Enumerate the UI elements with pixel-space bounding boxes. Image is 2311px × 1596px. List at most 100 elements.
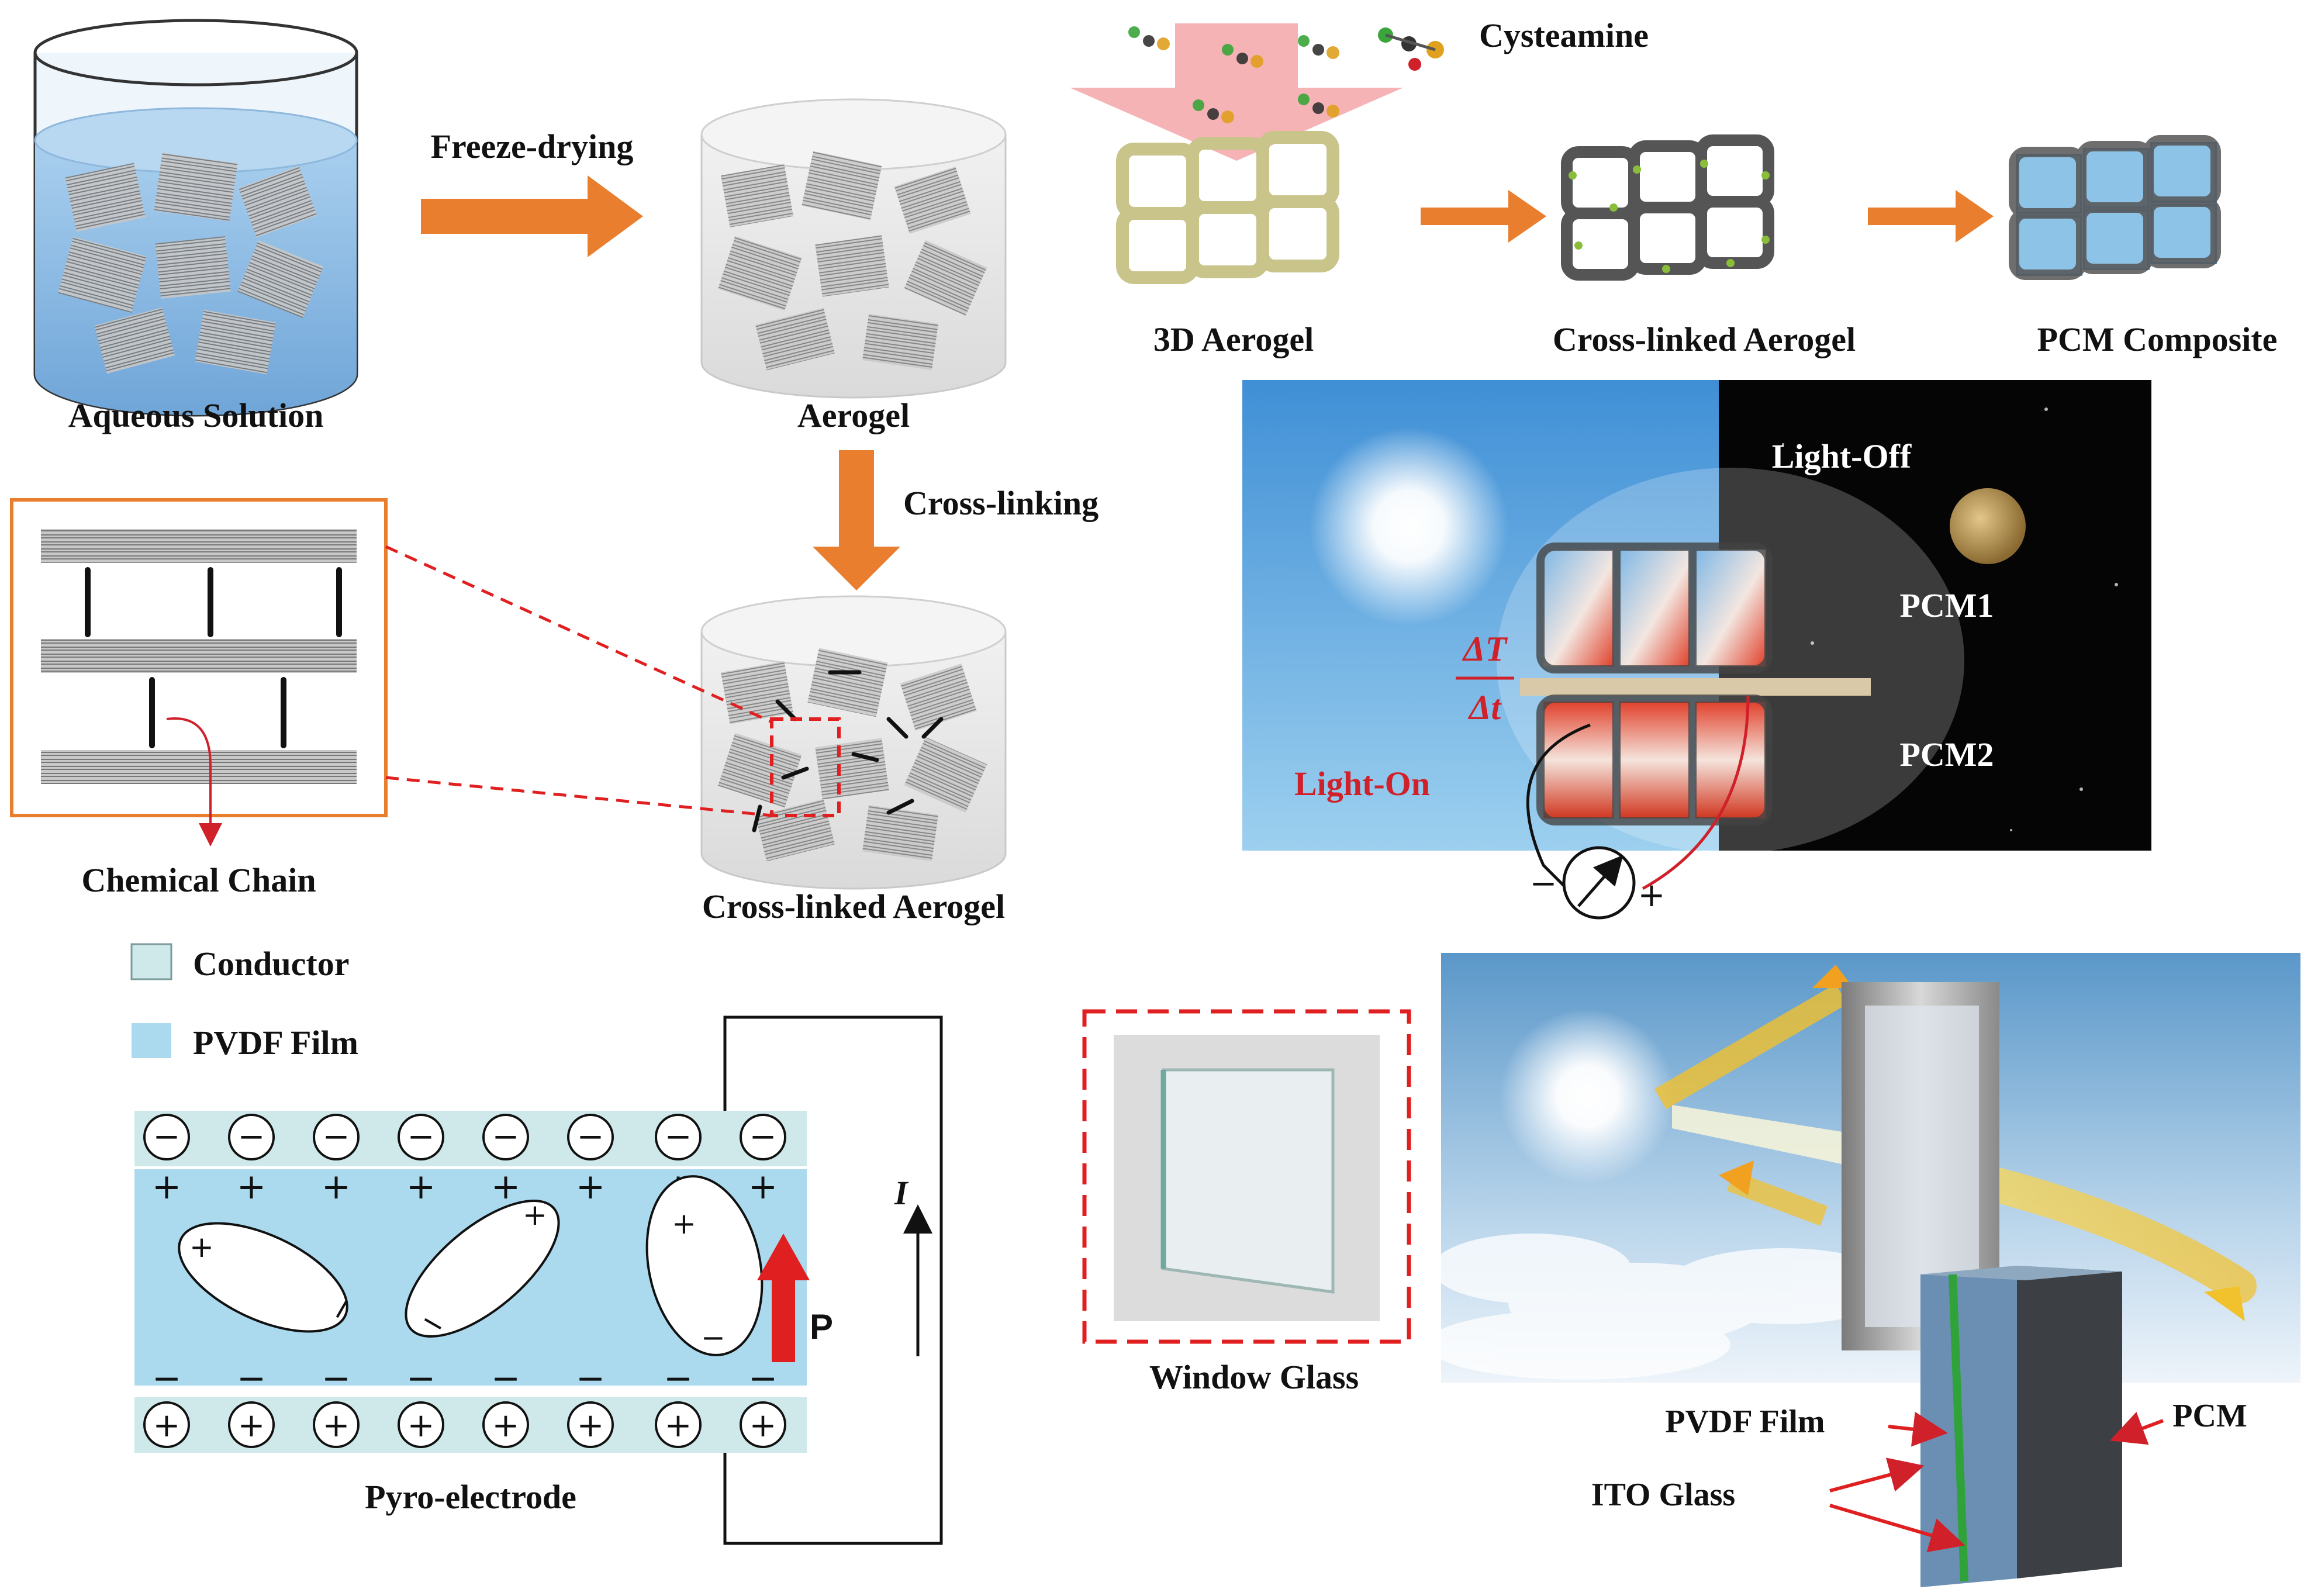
svg-text:+: +	[323, 1407, 350, 1445]
delta-t-denominator: Δt	[1468, 688, 1502, 727]
polarization-arrow	[757, 1234, 810, 1362]
film-bottom-charges: − − − − − − − −	[152, 1358, 778, 1399]
svg-text:−: −	[491, 1358, 520, 1399]
svg-text:−: −	[322, 1358, 351, 1399]
aerogel-cylinder	[700, 98, 1007, 399]
cysteamine-molecule-icon	[1378, 27, 1444, 71]
svg-text:+: +	[407, 1407, 435, 1445]
device-block	[1920, 1266, 2122, 1587]
svg-text:+: +	[665, 1407, 692, 1445]
ito-glass-label: ITO Glass	[1591, 1477, 1735, 1513]
svg-text:−: −	[749, 1118, 777, 1156]
bottom-electrode-charges: + + + + + + + +	[143, 1401, 786, 1448]
external-circuit	[723, 1015, 943, 1545]
chemical-chain-zoom	[10, 498, 388, 847]
svg-text:+: +	[322, 1166, 351, 1207]
svg-text:+: +	[523, 1198, 547, 1232]
svg-text:−: −	[153, 1118, 181, 1156]
meter-plus: +	[1638, 876, 1666, 914]
svg-text:+: +	[491, 1166, 520, 1207]
zoom-guide-top	[385, 545, 773, 724]
svg-text:+: +	[672, 1207, 696, 1241]
light-on-label: Light-On	[1294, 765, 1430, 803]
current-label: I	[894, 1174, 909, 1212]
pcm2-label: PCM2	[1899, 735, 1994, 773]
pcm1-label: PCM1	[1899, 586, 1994, 624]
delta-t-numerator: ΔT	[1462, 630, 1508, 668]
window-glass-inset	[1082, 1009, 1411, 1344]
svg-text:−: −	[406, 1358, 436, 1399]
cross-linking-arrow	[813, 450, 900, 590]
graphene-sheets	[58, 153, 324, 375]
pcm-composite-lattice	[2009, 135, 2221, 280]
svg-text:+: +	[577, 1407, 604, 1445]
svg-text:+: +	[576, 1166, 605, 1207]
aerogel-3d-label: 3D Aerogel	[1153, 320, 1314, 358]
svg-text:−: −	[577, 1118, 604, 1156]
pcm-arrow-label: PCM	[2172, 1398, 2247, 1434]
svg-text:−: −	[407, 1118, 435, 1156]
svg-text:−: −	[665, 1118, 692, 1156]
svg-text:+: +	[238, 1407, 265, 1445]
svg-text:−: −	[664, 1358, 693, 1399]
aerogel-3d-lattice	[1116, 131, 1339, 284]
svg-text:+: +	[748, 1166, 778, 1207]
sun-icon-window	[1500, 1008, 1675, 1184]
svg-text:−: −	[576, 1358, 605, 1399]
window-glass-label: Window Glass	[1149, 1358, 1359, 1396]
cross-linked-aerogel-top-label: Cross-linked Aerogel	[1553, 320, 1856, 358]
day-night-panel: − +	[1242, 380, 2151, 920]
crosslink-arrow-top-2	[1868, 190, 1994, 243]
chemical-chain-label: Chemical Chain	[81, 861, 316, 899]
svg-text:+: +	[153, 1407, 181, 1445]
svg-text:−: −	[492, 1118, 520, 1156]
svg-text:−: −	[701, 1321, 726, 1355]
cross-linked-aerogel-cylinder	[700, 595, 1007, 890]
svg-text:+: +	[492, 1407, 520, 1445]
legend-conductor-label: Conductor	[193, 945, 349, 983]
graphene-layer	[41, 529, 357, 784]
pyro-electrode: − − − − − − − − + + + + + + + + + − + −	[134, 1015, 943, 1545]
meter-minus: −	[1530, 865, 1557, 903]
legend-conductor-swatch	[130, 943, 172, 980]
freeze-drying-label: Freeze-drying	[431, 127, 634, 165]
svg-text:+: +	[406, 1166, 436, 1207]
pcm-stack	[1520, 543, 1871, 825]
svg-text:−: −	[323, 1118, 350, 1156]
cross-linking-label: Cross-linking	[903, 484, 1098, 522]
dipole-ellipses: + − + − + −	[178, 1175, 764, 1356]
svg-text:−: −	[238, 1118, 265, 1156]
svg-text:+: +	[152, 1166, 181, 1207]
pvdf-film-arrow-label: PVDF Film	[1665, 1404, 1825, 1440]
light-off-label: Light-Off	[1772, 437, 1912, 475]
sun-icon	[1310, 427, 1508, 626]
polarization-label: P	[810, 1307, 833, 1346]
aerogel-label: Aerogel	[797, 396, 910, 434]
legend-pvdf-label: PVDF Film	[193, 1024, 358, 1062]
cysteamine-input	[1070, 23, 1444, 161]
cysteamine-label: Cysteamine	[1479, 16, 1649, 54]
pcm-composite-label: PCM Composite	[2037, 320, 2278, 358]
top-electrode-charges: − − − − − − − −	[143, 1114, 786, 1160]
svg-text:+: +	[189, 1230, 214, 1264]
zoom-guide-bottom	[385, 776, 772, 817]
svg-text:+: +	[237, 1166, 266, 1207]
window-sun-panel	[1426, 953, 2300, 1383]
ito-glass-pointer-2	[1829, 1504, 1965, 1553]
ito-glass-pointer-1	[1829, 1457, 1925, 1493]
svg-text:−: −	[152, 1358, 181, 1399]
freeze-drying-arrow	[421, 175, 643, 257]
svg-text:−: −	[237, 1358, 266, 1399]
svg-text:−: −	[748, 1358, 778, 1399]
pyro-electrode-label: Pyro-electrode	[365, 1478, 576, 1516]
legend-pvdf-swatch	[132, 1023, 171, 1058]
cross-linked-aerogel-bottom-label: Cross-linked Aerogel	[702, 887, 1005, 925]
cross-linked-lattice	[1561, 134, 1774, 281]
pcm-pointer	[2109, 1412, 2164, 1445]
aqueous-solution-label: Aqueous Solution	[68, 396, 324, 434]
moon-icon	[1950, 488, 2026, 564]
crosslink-arrow-top-1	[1421, 190, 1546, 243]
beaker	[33, 19, 358, 417]
svg-text:+: +	[749, 1407, 777, 1445]
